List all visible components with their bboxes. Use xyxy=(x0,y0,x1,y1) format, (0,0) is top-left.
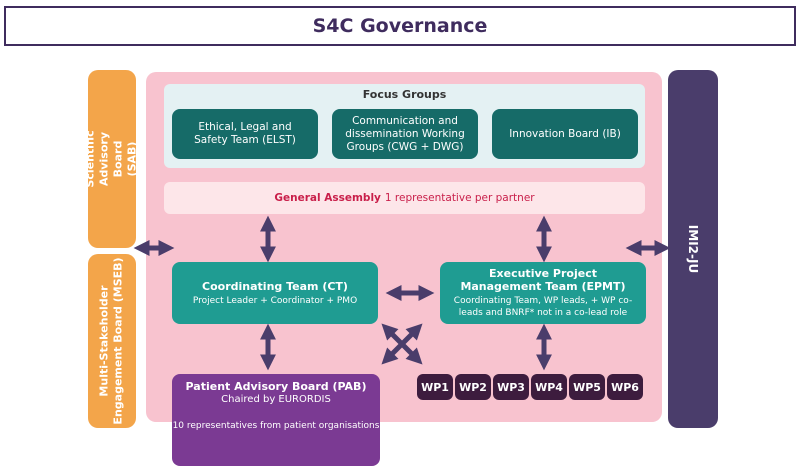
general-assembly-name: General Assembly xyxy=(274,192,381,204)
pab-desc: 10 representatives from patient organisa… xyxy=(172,421,380,431)
pab-subtitle: Chaired by EURORDIS xyxy=(221,394,331,405)
coordinating-team-card: Coordinating Team (CT) Project Leader + … xyxy=(172,262,378,324)
wp4-box: WP4 xyxy=(531,374,567,400)
arrow-cross-2 xyxy=(381,323,423,365)
elst-card: Ethical, Legal and Safety Team (ELST) xyxy=(172,109,318,159)
page-title: S4C Governance xyxy=(312,15,488,37)
pab-title: Patient Advisory Board (PAB) xyxy=(185,380,367,393)
focus-groups-title: Focus Groups xyxy=(362,88,447,101)
epmt-card: Executive Project Management Team (EPMT)… xyxy=(440,262,646,324)
wp3-box: WP3 xyxy=(493,374,529,400)
coordinating-team-desc: Project Leader + Coordinator + PMO xyxy=(192,295,358,306)
patient-advisory-board-card: Patient Advisory Board (PAB) Chaired by … xyxy=(172,374,380,466)
epmt-desc: Coordinating Team, WP leads, + WP co-lea… xyxy=(453,296,633,318)
general-assembly-desc: 1 representative per partner xyxy=(384,192,535,204)
multi-stakeholder-engagement-board: Multi-Stakeholder Engagement Board (MSEB… xyxy=(88,254,136,428)
ib-card: Innovation Board (IB) xyxy=(492,109,638,159)
general-assembly-bar: General Assembly 1 representative per pa… xyxy=(164,182,645,214)
cwg-card: Communication and dissemination Working … xyxy=(332,109,478,159)
wp6-box: WP6 xyxy=(607,374,643,400)
imi2-ju-bar: IMI2-JU xyxy=(668,70,718,428)
wp1-box: WP1 xyxy=(417,374,453,400)
coordinating-team-title: Coordinating Team (CT) xyxy=(202,279,348,293)
wp5-box: WP5 xyxy=(569,374,605,400)
title-box: S4C Governance xyxy=(4,6,796,46)
scientific-advisory-board: Scientific Advisory Board (SAB) xyxy=(84,70,139,248)
wp2-box: WP2 xyxy=(455,374,491,400)
ib-label: Innovation Board (IB) xyxy=(509,127,621,140)
epmt-title: Executive Project Management Team (EPMT) xyxy=(460,267,626,293)
elst-label: Ethical, Legal and Safety Team (ELST) xyxy=(194,121,296,146)
cwg-label: Communication and dissemination Working … xyxy=(345,114,465,153)
